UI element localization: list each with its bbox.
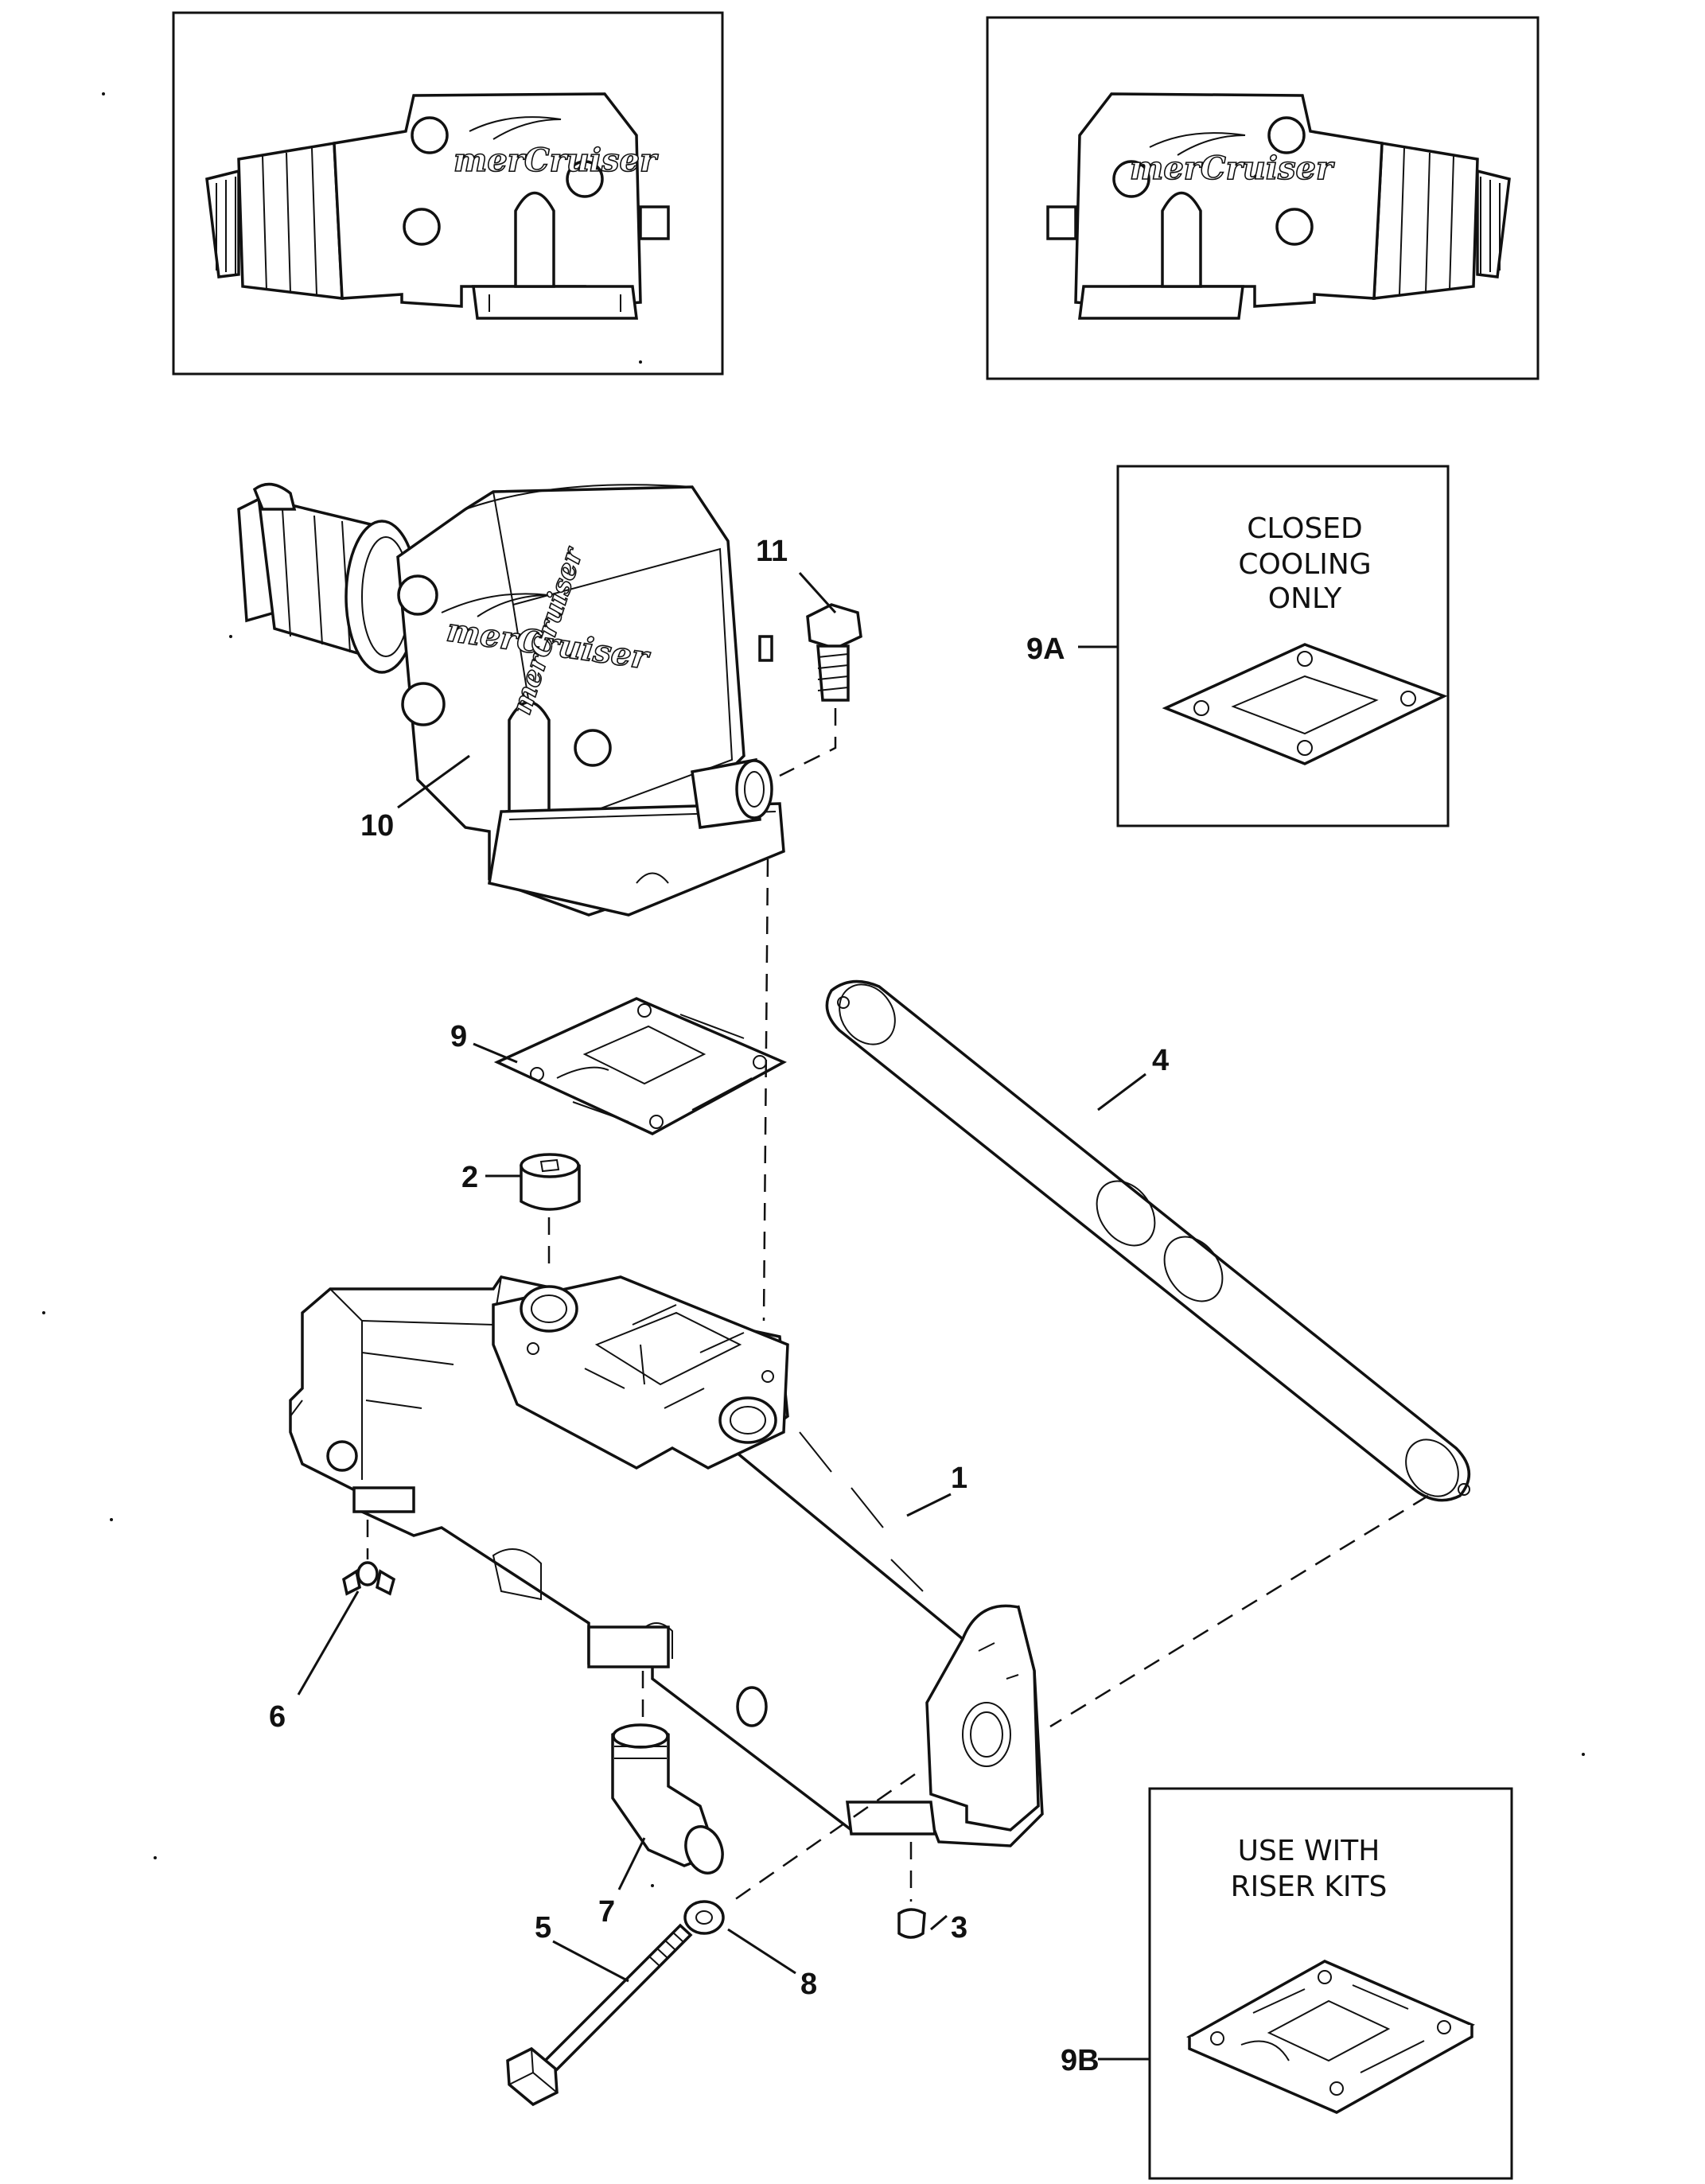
part-exhaust-elbow: merCruiser merCruiser — [237, 482, 785, 917]
part-plug-3 — [897, 1842, 926, 1939]
leader-8 — [727, 1928, 796, 1975]
brand-logo-right: merCruiser — [1130, 150, 1335, 187]
note-closed-line2: COOLING — [1238, 548, 1371, 581]
callout-9b: 9B — [1061, 2044, 1100, 2077]
inset-elbow-left: merCruiser — [172, 11, 724, 376]
note-closed-line3: ONLY — [1268, 582, 1343, 615]
part-gasket-9 — [493, 997, 787, 1135]
inset-elbow-right: merCruiser — [986, 16, 1540, 380]
leader-9 — [473, 1042, 518, 1064]
note-riser-line2: RISER KITS — [1231, 1871, 1388, 1903]
callout-2: 2 — [461, 1161, 478, 1194]
part-exhaust-manifold — [289, 858, 1044, 1903]
part-bolt-5 — [506, 1923, 693, 2107]
callout-10: 10 — [360, 809, 394, 843]
callout-6: 6 — [269, 1700, 286, 1734]
brand-logo-left: merCruiser — [453, 142, 659, 179]
callout-7: 7 — [598, 1895, 615, 1929]
note-closed-line1: CLOSED — [1247, 512, 1363, 545]
scan-specks — [42, 92, 1585, 1887]
callout-1: 1 — [951, 1462, 967, 1495]
callout-9: 9 — [450, 1020, 467, 1053]
leader-1 — [906, 1493, 952, 1517]
note-riser-line1: USE WITH — [1238, 1835, 1380, 1867]
callout-4: 4 — [1152, 1044, 1169, 1077]
callout-8: 8 — [800, 1968, 817, 2001]
leader-10 — [397, 754, 470, 809]
leader-5 — [552, 1940, 629, 1983]
leader-6 — [297, 1590, 360, 1695]
leader-11 — [798, 571, 837, 614]
callout-labels: 11 9A 10 9 4 2 1 6 7 3 8 5 9B — [269, 535, 1169, 2077]
callout-5: 5 — [535, 1911, 551, 1945]
callout-11: 11 — [756, 535, 788, 568]
leader-4 — [1097, 1073, 1146, 1111]
part-plug-2 — [520, 1153, 581, 1273]
inset-frame-9b — [1148, 1787, 1513, 2180]
inset-frame-right — [986, 16, 1540, 380]
leader-lines — [297, 571, 1150, 2061]
part-drain-6 — [342, 1520, 396, 1596]
inset-gasket-9b: USE WITH RISER KITS — [1148, 1787, 1513, 2180]
part-screw-11 — [779, 603, 862, 777]
part-fitting-7 — [611, 1671, 724, 1875]
callout-3: 3 — [951, 1911, 967, 1945]
part-washer-8 — [683, 1900, 725, 1935]
inset-frame-left — [172, 11, 724, 376]
part-gasket-4 — [825, 979, 1471, 1728]
leader-3 — [930, 1914, 948, 1931]
leader-7 — [617, 1837, 646, 1890]
inset-gasket-9a: CLOSED COOLING ONLY — [1116, 465, 1450, 827]
callout-9a: 9A — [1026, 633, 1065, 666]
